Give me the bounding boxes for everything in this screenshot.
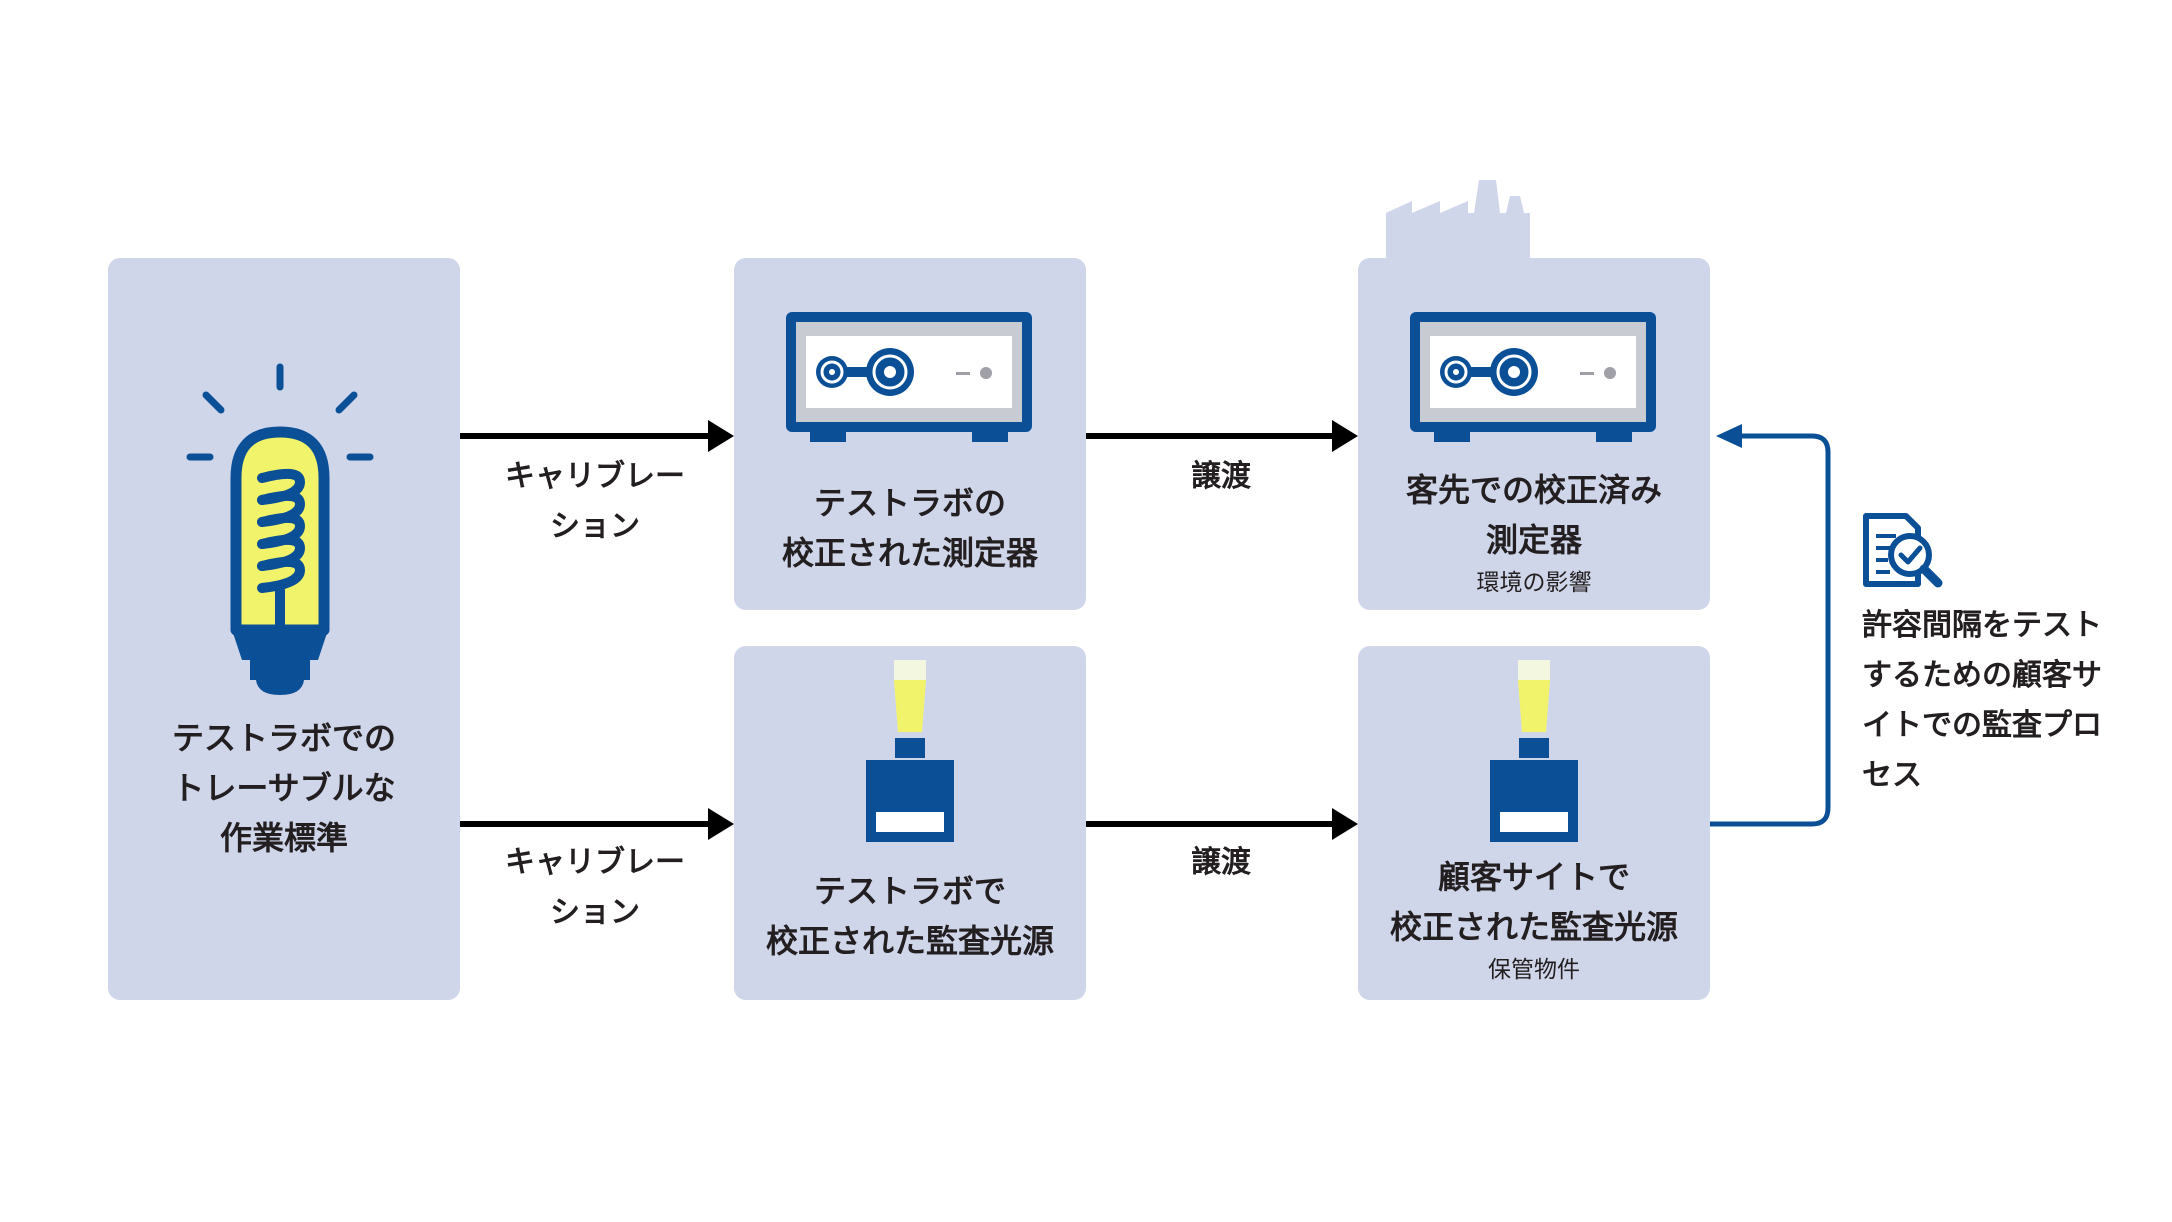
- audit-text-line: セス: [1862, 758, 1922, 793]
- lab-source-title-line: 校正された監査光源: [765, 922, 1054, 960]
- calibration-label-top: キャリブレー ション: [470, 452, 720, 552]
- document-magnifier-icon: [1863, 513, 1943, 588]
- transfer-label-top: 譲渡: [1191, 459, 1251, 494]
- source-title-line: テストラボでの: [171, 719, 396, 757]
- arrow-audit-feedback: [1710, 424, 1831, 827]
- power-meter-icon: [786, 312, 1032, 442]
- calibration-label-line: ション: [550, 895, 640, 930]
- arrow-transfer-bottom: [1086, 808, 1358, 840]
- lab-source-title-line: テストラボで: [813, 872, 1006, 910]
- audit-text-line: 許容間隔をテスト: [1862, 608, 2102, 643]
- factory-icon: [1386, 180, 1530, 258]
- customer-meter-title-line: 客先での校正済み: [1405, 471, 1662, 509]
- audit-text: 許容間隔をテスト するための顧客サ イトでの監査プロ セス: [1862, 601, 2102, 801]
- arrow-calibration-top: [460, 420, 734, 452]
- customer-meter-title-line: 測定器: [1485, 521, 1582, 559]
- source-title: テストラボでの トレーサブルな 作業標準: [108, 713, 460, 863]
- lab-meter-title-line: テストラボの: [813, 484, 1006, 522]
- customer-source-title-line: 顧客サイトで: [1437, 858, 1630, 896]
- calibration-label-line: ション: [550, 509, 640, 544]
- lab-meter-title-line: 校正された測定器: [781, 534, 1038, 572]
- customer-meter-title: 客先での校正済み 測定器: [1358, 465, 1710, 565]
- source-title-line: トレーサブルな: [172, 769, 396, 807]
- arrow-calibration-bottom: [460, 808, 734, 840]
- power-meter-icon: [1410, 312, 1656, 442]
- customer-source-title: 顧客サイトで 校正された監査光源: [1358, 852, 1710, 952]
- customer-source-title-line: 校正された監査光源: [1389, 908, 1678, 946]
- audit-text-line: するための顧客サ: [1862, 658, 2102, 693]
- customer-source-note: 保管物件: [1488, 957, 1580, 983]
- arrow-transfer-top: [1086, 420, 1358, 452]
- source-title-line: 作業標準: [219, 819, 348, 857]
- light-source-icon: [1490, 660, 1578, 842]
- transfer-label-bottom: 譲渡: [1191, 845, 1251, 880]
- lab-source-title: テストラボで 校正された監査光源: [734, 866, 1086, 966]
- calibration-label-bottom: キャリブレー ション: [470, 838, 720, 938]
- audit-text-line: イトでの監査プロ: [1862, 708, 2102, 743]
- light-bulb-icon: [186, 363, 374, 695]
- light-source-icon: [866, 660, 954, 842]
- customer-meter-note: 環境の影響: [1476, 570, 1592, 596]
- calibration-label-line: キャリブレー: [505, 845, 685, 880]
- lab-meter-title: テストラボの 校正された測定器: [734, 478, 1086, 578]
- calibration-label-line: キャリブレー: [505, 459, 685, 494]
